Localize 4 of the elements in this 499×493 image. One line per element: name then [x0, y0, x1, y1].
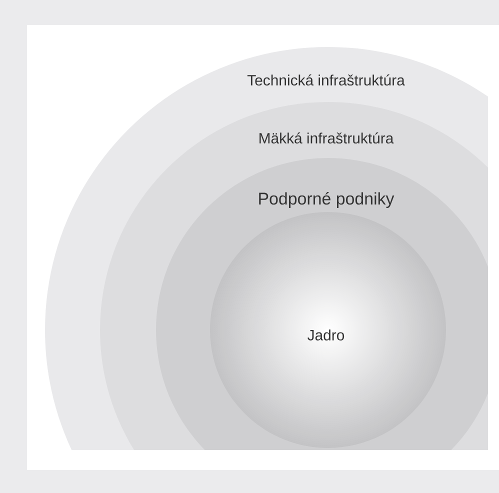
ring-label: Technická infraštruktúra	[247, 74, 405, 86]
ring-label: Podporné podniky	[259, 192, 394, 208]
ring-label: Mäkká infraštruktúra	[260, 132, 394, 144]
ring-label: Jadro	[308, 330, 344, 340]
